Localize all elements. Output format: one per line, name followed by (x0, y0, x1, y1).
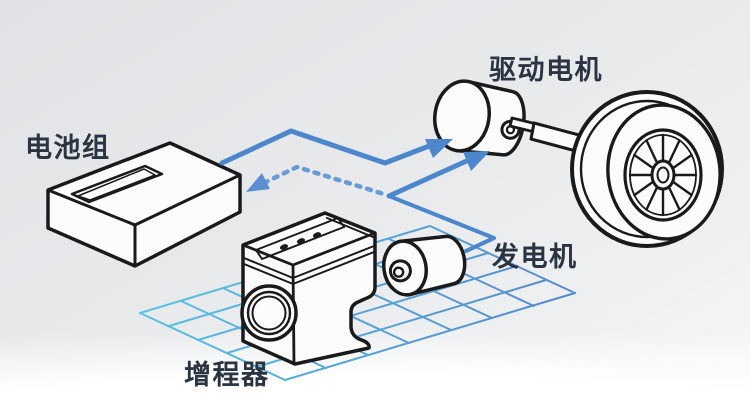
range-extender-lens (240, 284, 298, 342)
wheel-spokes (628, 133, 698, 217)
arrow-battery-to-motor-head (425, 139, 453, 158)
battery-top-edges (46, 173, 242, 268)
arrow-generator-to-motor-head (463, 151, 490, 171)
generator-junction-line (387, 194, 496, 253)
range-extender-label: 增程器 (184, 359, 270, 390)
drive-motor-illustration (433, 79, 526, 157)
rim-outer (623, 128, 703, 222)
drive-motor-end-cap (433, 79, 491, 153)
battery-label: 电池组 (25, 132, 111, 163)
generator-illustration (382, 234, 467, 297)
axle-coupling (529, 121, 581, 153)
range-extender-illustration (240, 211, 377, 366)
range-extender-top-channel (255, 217, 374, 260)
battery-inset-panel (70, 164, 164, 204)
generator-shaft-boss (388, 259, 412, 283)
arrow-generator-to-motor-shaft (386, 156, 474, 199)
range-extender-band-lines (243, 245, 375, 285)
drive-motor-label: 驱动电机 (489, 55, 603, 85)
arrow-generator-to-battery-dotted (261, 164, 390, 198)
battery-inset-panel-inner (77, 168, 156, 201)
hub-inner (656, 166, 670, 184)
battery-pack-illustration (46, 141, 242, 268)
arrow-battery-to-motor-shaft (219, 128, 440, 166)
hub-outer (650, 159, 676, 191)
flow-arrows (219, 128, 496, 253)
arrow-generator-to-battery-head (246, 173, 270, 192)
battery-body (46, 141, 242, 268)
generator-shaft-hole (392, 266, 405, 278)
generator-label: 发电机 (491, 241, 578, 272)
wheel-illustration (570, 90, 724, 248)
range-extender-bolt-holes (279, 232, 322, 250)
